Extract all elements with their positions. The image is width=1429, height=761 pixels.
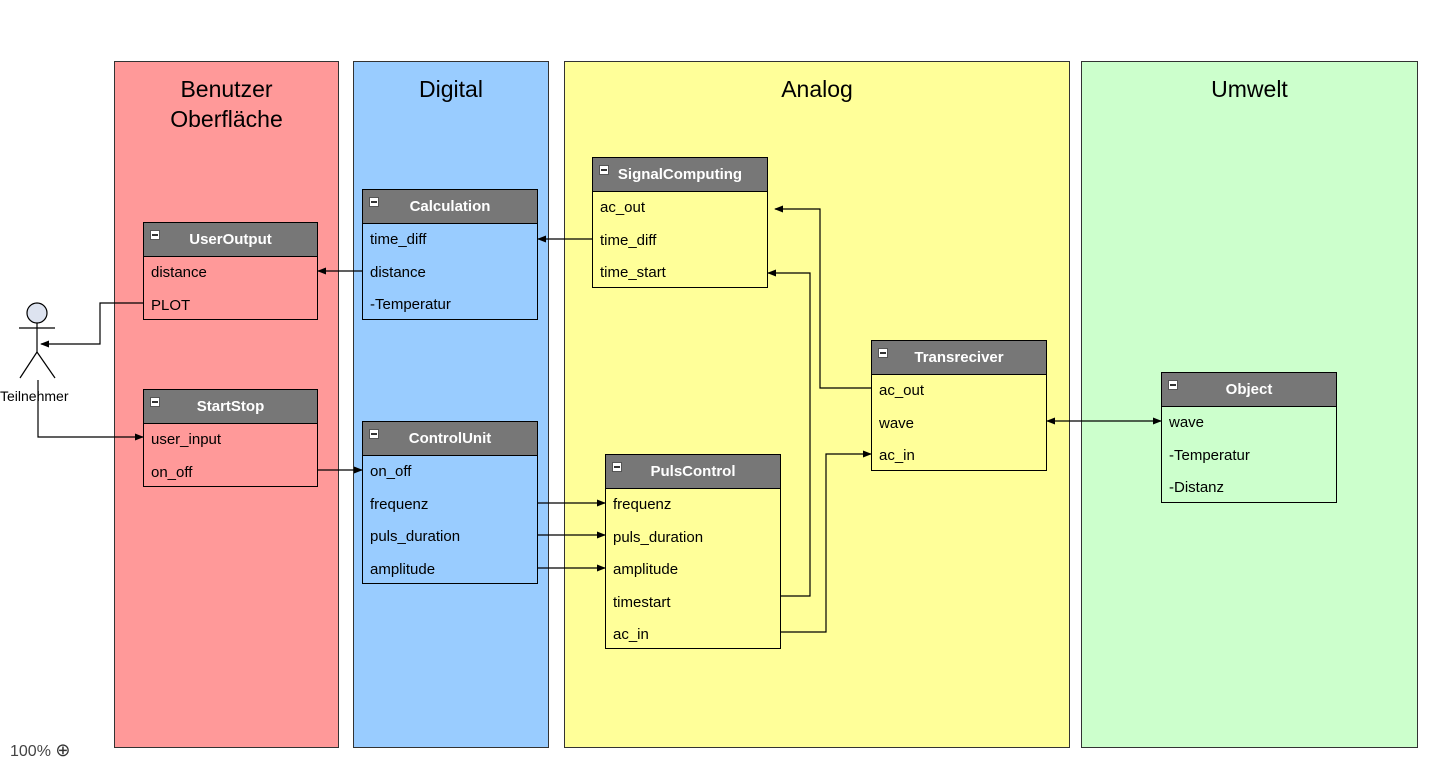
class-header[interactable]: UserOutput <box>144 223 317 257</box>
class-title: SignalComputing <box>617 166 743 183</box>
class-useroutput[interactable]: UserOutput distance PLOT <box>143 222 318 320</box>
lane-umwelt: Umwelt <box>1081 61 1418 748</box>
class-signalcomputing[interactable]: SignalComputing ac_out time_diff time_st… <box>592 157 768 288</box>
collapse-icon[interactable] <box>612 462 622 472</box>
attribute-amplitude[interactable]: amplitude <box>370 560 436 578</box>
collapse-icon[interactable] <box>150 230 160 240</box>
attribute-amplitude[interactable]: amplitude <box>613 561 679 578</box>
lane-title-digital: Digital <box>419 76 483 102</box>
class-header[interactable]: Calculation <box>363 190 537 224</box>
actor-right-leg <box>36 351 56 379</box>
attribute-temperatur[interactable]: -Temperatur <box>370 296 451 313</box>
actor-teilnehmer[interactable] <box>19 302 56 379</box>
attribute-puls-duration[interactable]: puls_duration <box>370 528 461 545</box>
attribute-ac-out[interactable]: ac_out <box>600 199 646 216</box>
collapse-icon[interactable] <box>878 348 888 358</box>
zoom-level: 100% <box>10 743 51 760</box>
class-header[interactable]: Transreciver <box>872 341 1046 375</box>
collapse-icon[interactable] <box>150 397 160 407</box>
class-pulscontrol[interactable]: PulsControl frequenz puls_duration ampli… <box>605 454 781 649</box>
attribute-distance[interactable]: distance <box>370 263 426 281</box>
class-title: StartStop <box>196 398 265 415</box>
lane-digital: Digital <box>353 61 549 748</box>
class-header[interactable]: ControlUnit <box>363 422 537 456</box>
actor-label: Teilnehmer <box>0 388 69 404</box>
attribute-frequenz[interactable]: frequenz <box>370 495 429 513</box>
lane-title-umwelt: Umwelt <box>1211 76 1288 102</box>
attribute-on-off[interactable]: on_off <box>370 463 412 480</box>
attribute-on-off[interactable]: on_off <box>151 463 193 481</box>
zoom-control: 100% ⊕ <box>10 740 70 761</box>
class-transreciver[interactable]: Transreciver ac_out wave ac_in <box>871 340 1047 471</box>
attribute-timestart[interactable]: timestart <box>613 593 671 611</box>
class-object[interactable]: Object wave -Temperatur -Distanz <box>1161 372 1337 503</box>
class-title: PulsControl <box>650 463 736 480</box>
lane-title-benutzer: Benutzer Oberfläche <box>170 76 283 132</box>
class-header[interactable]: PulsControl <box>606 455 780 489</box>
attribute-wave[interactable]: wave <box>879 414 915 432</box>
collapse-icon[interactable] <box>1168 380 1178 390</box>
class-title: ControlUnit <box>408 430 492 447</box>
class-title: Transreciver <box>914 349 1004 366</box>
attribute-wave[interactable]: wave <box>1169 414 1205 431</box>
attribute-distance[interactable]: distance <box>151 264 207 281</box>
attribute-plot[interactable]: PLOT <box>151 296 191 314</box>
attribute-frequenz[interactable]: frequenz <box>613 496 672 513</box>
attribute-ac-in[interactable]: ac_in <box>613 626 649 643</box>
class-header[interactable]: StartStop <box>144 390 317 424</box>
attribute-time-start[interactable]: time_start <box>600 264 666 281</box>
class-header[interactable]: Object <box>1162 373 1336 407</box>
collapse-icon[interactable] <box>369 197 379 207</box>
attribute-temperatur[interactable]: -Temperatur <box>1169 446 1250 464</box>
attribute-puls-duration[interactable]: puls_duration <box>613 528 704 546</box>
class-title: Object <box>1225 381 1273 398</box>
attribute-time-diff[interactable]: time_diff <box>370 231 427 248</box>
attribute-time-diff[interactable]: time_diff <box>600 231 657 249</box>
attribute-ac-out[interactable]: ac_out <box>879 382 925 399</box>
actor-left-leg <box>19 351 38 379</box>
attribute-distanz[interactable]: -Distanz <box>1169 479 1225 496</box>
attribute-ac-in[interactable]: ac_in <box>879 447 915 464</box>
class-startstop[interactable]: StartStop user_input on_off <box>143 389 318 487</box>
class-title: Calculation <box>409 198 491 215</box>
collapse-icon[interactable] <box>599 165 609 175</box>
lane-title-analog: Analog <box>781 76 853 102</box>
collapse-icon[interactable] <box>369 429 379 439</box>
class-calculation[interactable]: Calculation time_diff distance -Temperat… <box>362 189 538 320</box>
class-header[interactable]: SignalComputing <box>593 158 767 192</box>
zoom-in-icon[interactable]: ⊕ <box>55 740 71 760</box>
class-title: UserOutput <box>189 231 272 248</box>
attribute-user-input[interactable]: user_input <box>151 431 222 448</box>
actor-head <box>26 302 48 324</box>
class-controlunit[interactable]: ControlUnit on_off frequenz puls_duratio… <box>362 421 538 584</box>
